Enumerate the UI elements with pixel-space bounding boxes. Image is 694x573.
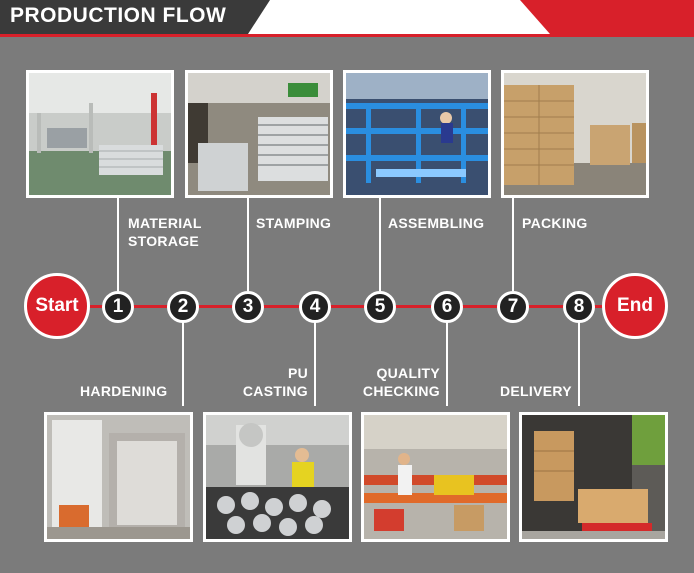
step-node-8: 8 xyxy=(563,291,595,323)
step-node-2: 2 xyxy=(167,291,199,323)
photo-material-storage xyxy=(26,70,174,198)
start-node: Start xyxy=(24,273,90,339)
photo-assembling xyxy=(343,70,491,198)
connector-step-2 xyxy=(182,322,184,406)
header-title-background xyxy=(0,0,270,34)
step-node-7: 7 xyxy=(497,291,529,323)
photo-packing xyxy=(501,70,649,198)
label-step-3: STAMPING xyxy=(256,215,332,231)
label-step-1: MATERIAL STORAGE xyxy=(128,214,202,250)
connector-step-6 xyxy=(446,322,448,406)
connector-step-4 xyxy=(314,322,316,406)
label-step-4: PU CASTING xyxy=(242,365,308,399)
photo-quality-checking xyxy=(361,412,510,542)
label-step-2: HARDENING xyxy=(80,383,168,399)
photo-hardening xyxy=(44,412,193,542)
label-step-5: ASSEMBLING xyxy=(388,215,485,231)
label-step-1-line-1: MATERIAL xyxy=(128,215,202,231)
step-node-4: 4 xyxy=(299,291,331,323)
connector-step-1 xyxy=(117,198,119,291)
label-step-1-line-2: STORAGE xyxy=(128,233,200,249)
end-node: End xyxy=(602,273,668,339)
label-step-7: PACKING xyxy=(522,215,588,231)
timeline-line xyxy=(60,305,640,308)
label-step-8: DELIVERY xyxy=(500,383,572,399)
step-node-3: 3 xyxy=(232,291,264,323)
label-step-6: QUALITY CHECKING xyxy=(362,365,440,399)
header-accent-red xyxy=(520,0,694,34)
header-divider xyxy=(0,34,694,37)
step-node-6: 6 xyxy=(431,291,463,323)
connector-step-8 xyxy=(578,322,580,406)
photo-pu-casting xyxy=(203,412,352,542)
step-node-1: 1 xyxy=(102,291,134,323)
connector-step-5 xyxy=(379,198,381,291)
step-node-5: 5 xyxy=(364,291,396,323)
connector-step-7 xyxy=(512,198,514,291)
page-title: PRODUCTION FLOW xyxy=(10,4,227,27)
photo-stamping xyxy=(185,70,333,198)
connector-step-3 xyxy=(247,198,249,291)
photo-delivery xyxy=(519,412,668,542)
